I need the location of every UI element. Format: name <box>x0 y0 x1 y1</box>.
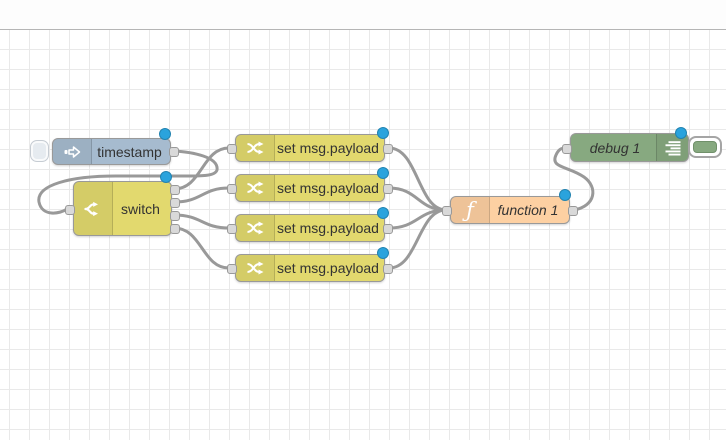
wire-function-to-debug[interactable] <box>553 146 595 212</box>
input-port[interactable] <box>65 205 75 215</box>
flow-canvas[interactable]: timestamp switch <box>0 30 726 440</box>
wire-change1-to-function[interactable] <box>387 146 448 212</box>
change-icon <box>236 255 275 281</box>
change-icon <box>236 215 275 241</box>
wire-change4-to-function[interactable] <box>387 208 448 270</box>
changed-status-dot <box>377 207 389 219</box>
node-label: set msg.payload <box>277 260 379 276</box>
node-change-3[interactable]: set msg.payload <box>227 207 393 242</box>
node-change-4[interactable]: set msg.payload <box>227 247 393 282</box>
switch-icon <box>74 182 113 235</box>
changed-status-dot <box>159 128 171 140</box>
node-label: timestamp <box>97 143 162 160</box>
output-port[interactable] <box>169 147 179 157</box>
output-port-3[interactable] <box>170 211 180 221</box>
debug-toggle-button[interactable] <box>688 136 722 158</box>
input-port[interactable] <box>227 184 237 194</box>
changed-status-dot <box>377 247 389 259</box>
node-function[interactable]: ƒ function 1 <box>442 189 578 224</box>
wire-switch3-to-change3[interactable] <box>172 213 231 230</box>
node-change-2[interactable]: set msg.payload <box>227 167 393 202</box>
wire-switch4-to-change4[interactable] <box>172 226 231 270</box>
node-label: set msg.payload <box>277 180 379 196</box>
input-port[interactable] <box>442 206 452 216</box>
input-port[interactable] <box>227 264 237 274</box>
function-icon: ƒ <box>451 197 490 223</box>
node-label: debug 1 <box>589 139 641 156</box>
output-port-1[interactable] <box>170 185 180 195</box>
output-port[interactable] <box>383 144 393 154</box>
node-label: function 1 <box>497 202 559 218</box>
node-debug[interactable]: debug 1 <box>562 127 689 162</box>
node-label: set msg.payload <box>277 140 379 156</box>
output-port[interactable] <box>383 184 393 194</box>
changed-status-dot <box>160 171 172 183</box>
header-strip <box>0 0 726 30</box>
input-port[interactable] <box>227 144 237 154</box>
change-icon <box>236 175 275 201</box>
wire-switch1-to-change1[interactable] <box>172 146 231 191</box>
changed-status-dot <box>377 167 389 179</box>
node-switch[interactable]: switch <box>65 171 180 236</box>
changed-status-dot <box>559 189 571 201</box>
output-port-4[interactable] <box>170 224 180 234</box>
output-port-2[interactable] <box>170 198 180 208</box>
node-label: switch <box>121 200 160 217</box>
debug-toggle-state <box>693 141 717 153</box>
change-icon <box>236 135 275 161</box>
output-port[interactable] <box>383 224 393 234</box>
node-timestamp[interactable]: timestamp <box>52 128 179 165</box>
inject-icon <box>53 139 92 164</box>
inject-trigger-button[interactable] <box>30 140 49 162</box>
changed-status-dot <box>377 127 389 139</box>
wire-switch2-to-change2[interactable] <box>172 186 231 204</box>
changed-status-dot <box>675 127 687 139</box>
output-port[interactable] <box>383 264 393 274</box>
output-port[interactable] <box>568 206 578 216</box>
input-port[interactable] <box>562 144 572 154</box>
wires-layer <box>37 146 595 270</box>
wire-inject-to-switch[interactable] <box>37 149 219 215</box>
node-label: set msg.payload <box>277 220 379 236</box>
input-port[interactable] <box>227 224 237 234</box>
node-change-1[interactable]: set msg.payload <box>227 127 393 162</box>
